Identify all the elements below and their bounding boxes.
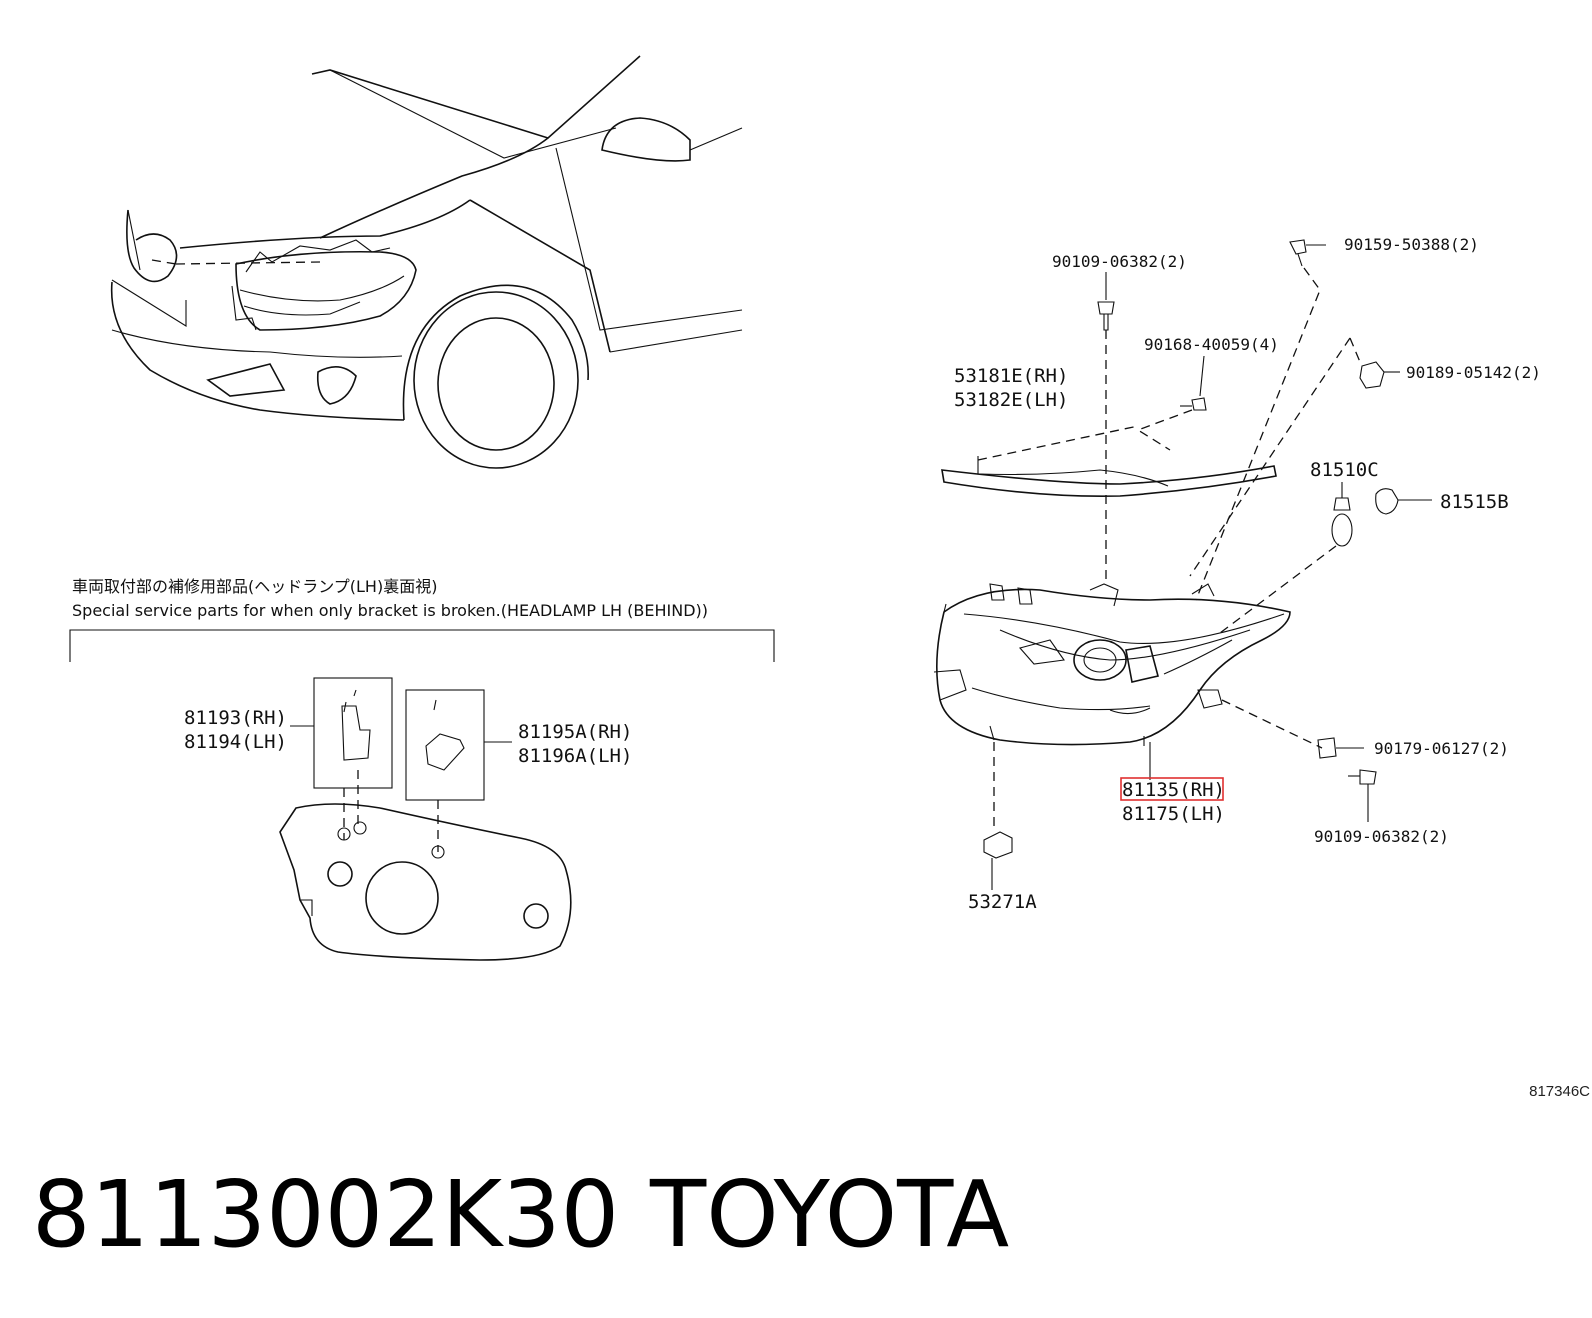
- part-label-90179: 90179-06127(2): [1374, 739, 1509, 758]
- clip-icon: [1317, 737, 1364, 759]
- part-number: 8113002K30: [32, 1161, 619, 1268]
- socket-icon: [1375, 488, 1432, 515]
- screw-icon: [1289, 239, 1326, 267]
- bolt-icon: [1348, 769, 1377, 822]
- part-label-90189: 90189-05142(2): [1406, 363, 1541, 382]
- part-label-81135: 81135(RH): [1122, 779, 1225, 801]
- part-label-81175: 81175(LH): [1122, 803, 1225, 825]
- part-label-90109-top: 90109-06382(2): [1052, 252, 1187, 271]
- service-parts-subdiagram: [69, 629, 775, 961]
- part-label-90109-bottom: 90109-06382(2): [1314, 827, 1449, 846]
- service-note-english: Special service parts for when only brac…: [72, 601, 708, 620]
- part-label-81515B: 81515B: [1440, 491, 1509, 513]
- headlamp-assembly: [933, 583, 1291, 746]
- car-front-illustration: [110, 55, 743, 469]
- headlamp-garnish: [941, 465, 1277, 498]
- part-label-81196A: 81196A(LH): [518, 745, 632, 767]
- part-label-53271A: 53271A: [968, 891, 1037, 913]
- part-label-81195A: 81195A(RH): [518, 721, 632, 743]
- bulb-icon: [1331, 482, 1353, 547]
- part-label-90168: 90168-40059(4): [1144, 335, 1279, 354]
- service-note-japanese: 車両取付部の補修用部品(ヘッドランプ(LH)裏面視): [72, 577, 437, 596]
- brand-name: TOYOTA: [649, 1161, 1009, 1268]
- part-label-53181E: 53181E(RH): [954, 365, 1068, 387]
- highlight-box: [1120, 777, 1224, 801]
- headlamp-exploded-view: [933, 239, 1432, 890]
- part-label-90159: 90159-50388(2): [1344, 235, 1479, 254]
- part-label-53182E: 53182E(LH): [954, 389, 1068, 411]
- part-label-81510C: 81510C: [1310, 459, 1379, 481]
- clip-icon: [1359, 361, 1400, 389]
- part-label-81194: 81194(LH): [184, 731, 287, 753]
- screw-icon: [1180, 355, 1207, 411]
- bracket-icon: [983, 831, 1013, 890]
- diagram-code: 817346C: [1529, 1083, 1590, 1100]
- part-label-81193: 81193(RH): [184, 707, 287, 729]
- bolt-icon: [1097, 272, 1115, 331]
